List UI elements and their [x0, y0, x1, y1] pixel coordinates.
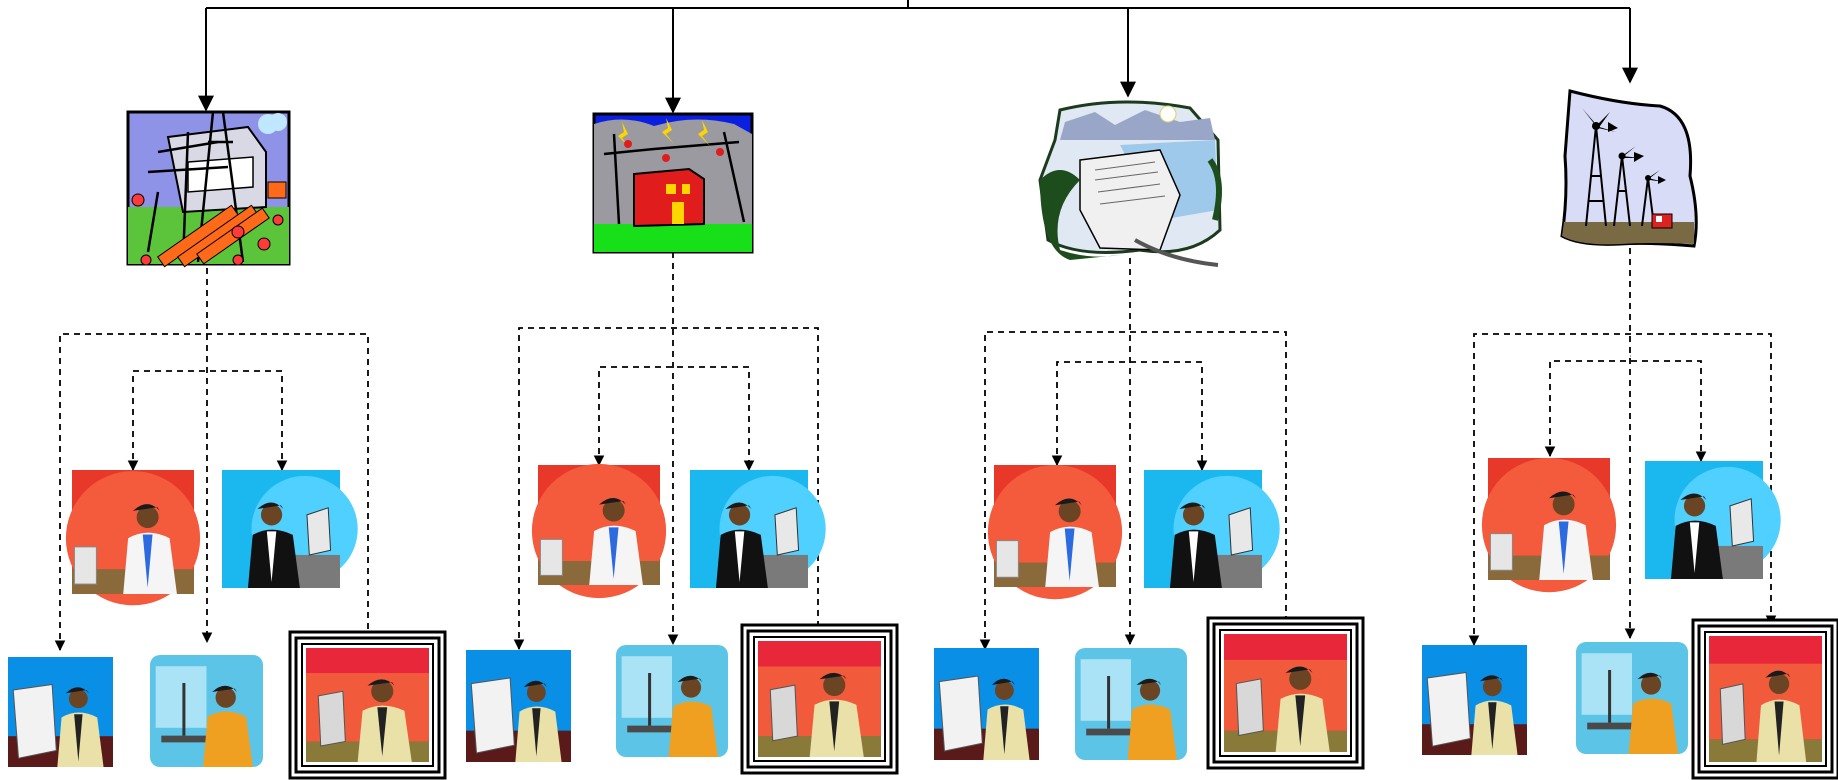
framed-manager-icon: [1206, 616, 1365, 770]
worker-icons: [8, 457, 1838, 780]
window-worker-icon: [1075, 648, 1187, 760]
desktop-operator-icon: [1422, 645, 1527, 755]
root-connectors: [198, 0, 1638, 114]
desktop-operator-icon: [466, 650, 571, 762]
window-worker-icon: [150, 655, 263, 767]
desktop-operator-icon: [934, 648, 1039, 760]
headset-operator-icon: [1481, 457, 1617, 593]
headset-operator-icon: [65, 470, 201, 606]
hydro-dam-icon: [1038, 100, 1222, 267]
window-worker-icon: [616, 645, 728, 757]
window-worker-icon: [1576, 642, 1688, 754]
substation-icon: [592, 112, 754, 254]
wind-turbines-icon: [1560, 89, 1698, 248]
headset-operator-icon: [987, 464, 1123, 600]
headset-operator-icon: [531, 463, 667, 599]
desktop-operator-icon: [8, 657, 113, 767]
framed-manager-icon: [740, 623, 899, 775]
laptop-worker-icon: [1144, 470, 1280, 588]
laptop-worker-icon: [222, 470, 358, 588]
power-plant-icon: [126, 110, 291, 268]
branch-connectors: [54, 248, 1777, 652]
laptop-worker-icon: [1645, 461, 1781, 579]
laptop-worker-icon: [690, 470, 826, 588]
framed-manager-icon: [288, 630, 447, 780]
framed-manager-icon: [1691, 618, 1838, 780]
